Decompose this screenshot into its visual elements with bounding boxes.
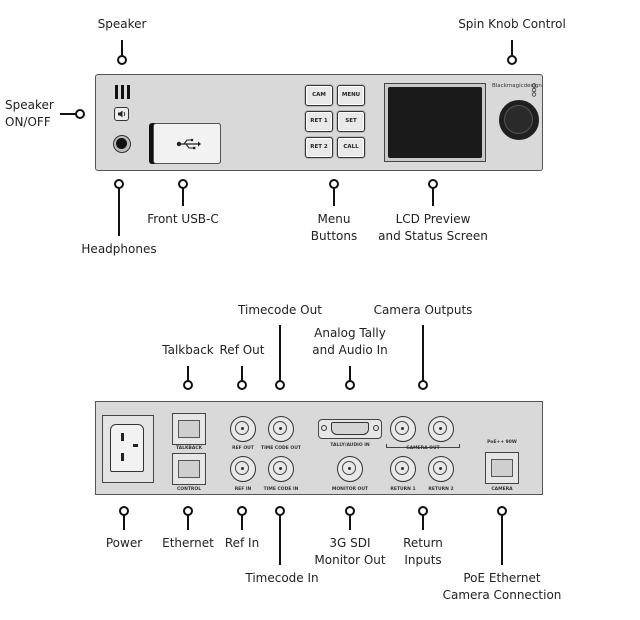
leader-ethernet: [187, 515, 189, 530]
label-front-usb: Front USB-C: [147, 212, 219, 226]
leader-front-usb: [182, 188, 184, 206]
label-lcd: LCD Preview and Status Screen: [378, 212, 488, 243]
ref-in-bnc[interactable]: [230, 456, 256, 482]
leader-menu-buttons: [333, 188, 335, 206]
brand-logo-mark: [531, 83, 537, 97]
label-return-inputs: Return Inputs: [403, 536, 443, 567]
leader-headphones: [118, 188, 120, 236]
headphone-jack[interactable]: [113, 135, 131, 153]
leader-ref-out: [241, 366, 243, 385]
poe-rating-label: PoE++ 90W: [487, 440, 517, 445]
leader-timecode-in: [279, 515, 281, 565]
label-talkback: Talkback: [162, 343, 214, 357]
leader-dot-ref-out: [237, 380, 247, 390]
lcd-display: [388, 87, 482, 158]
ret2-button[interactable]: RET 2: [305, 137, 333, 158]
leader-sdi-monitor: [349, 515, 351, 530]
label-timecode-in: Timecode In: [245, 571, 319, 585]
spin-knob[interactable]: [499, 100, 539, 140]
leader-return-inputs: [422, 515, 424, 530]
camera-out-2-bnc[interactable]: [428, 416, 454, 442]
label-power: Power: [105, 536, 143, 550]
menu-button[interactable]: MENU: [337, 85, 365, 106]
leader-analog-tally: [349, 366, 351, 385]
leader-speaker-onoff: [60, 113, 78, 115]
label-menu-buttons: Menu Buttons: [310, 212, 358, 243]
leader-dot-talkback: [183, 380, 193, 390]
label-ethernet: Ethernet: [162, 536, 214, 550]
leader-dot-timecode-out: [275, 380, 285, 390]
monitor-out-port-label: MONITOR OUT: [331, 487, 369, 492]
talkback-port[interactable]: [172, 413, 206, 445]
label-ref-in: Ref In: [224, 536, 260, 550]
timecode-out-bnc[interactable]: [268, 416, 294, 442]
usb-c-port[interactable]: [153, 123, 221, 164]
tally-audio-port-label: TALLY/AUDIO IN: [330, 443, 370, 448]
speaker-grille-bar: [121, 85, 124, 99]
timecode-in-bnc[interactable]: [268, 456, 294, 482]
leader-spin-knob: [511, 40, 513, 60]
power-connector[interactable]: [102, 415, 154, 483]
return-1-port-label: RETURN 1: [390, 487, 416, 492]
leader-dot-spin-knob: [507, 55, 517, 65]
label-speaker: Speaker: [97, 17, 147, 31]
camera-poe-port[interactable]: [485, 452, 519, 484]
speaker-grille-bar: [127, 85, 130, 99]
speaker-icon: [118, 110, 126, 118]
leader-poe: [501, 515, 503, 565]
leader-speaker: [121, 40, 123, 60]
ret1-button[interactable]: RET 1: [305, 111, 333, 132]
return-2-port-label: RETURN 2: [428, 487, 454, 492]
speaker-grille-bar: [115, 85, 118, 99]
label-ref-out: Ref Out: [219, 343, 265, 357]
leader-ref-in: [241, 515, 243, 530]
control-port-label: CONTROL: [176, 487, 202, 492]
monitor-out-bnc[interactable]: [337, 456, 363, 482]
timecode-out-port-label: TIME CODE OUT: [261, 446, 301, 451]
return-2-bnc[interactable]: [428, 456, 454, 482]
return-1-bnc[interactable]: [390, 456, 416, 482]
label-camera-outputs: Camera Outputs: [373, 303, 473, 317]
label-headphones: Headphones: [81, 242, 157, 256]
label-timecode-out: Timecode Out: [238, 303, 322, 317]
brand-logo-text: Blackmagicdesign: [492, 83, 542, 89]
leader-lcd: [432, 188, 434, 206]
ref-out-port-label: REF OUT: [232, 446, 254, 451]
leader-dot-analog-tally: [345, 380, 355, 390]
label-sdi-monitor: 3G SDI Monitor Out: [314, 536, 386, 567]
timecode-in-port-label: TIME CODE IN: [263, 487, 299, 492]
label-poe: PoE Ethernet Camera Connection: [442, 571, 562, 602]
leader-talkback: [187, 366, 189, 385]
leader-camera-outputs: [422, 325, 424, 385]
label-spin-knob: Spin Knob Control: [458, 17, 566, 31]
camera-poe-port-label: CAMERA: [491, 487, 513, 492]
label-speaker-onoff: Speaker ON/OFF: [5, 98, 54, 129]
cam-button[interactable]: CAM: [305, 85, 333, 106]
leader-dot-speaker: [117, 55, 127, 65]
call-button[interactable]: CALL: [337, 137, 365, 158]
control-port[interactable]: [172, 453, 206, 485]
usb-icon: [176, 138, 201, 150]
ref-in-port-label: REF IN: [234, 487, 252, 492]
camera-out-port-label: CAMERA OUT: [406, 446, 440, 451]
leader-dot-camera-outputs: [418, 380, 428, 390]
leader-power: [123, 515, 125, 530]
label-analog-tally: Analog Tally and Audio In: [312, 326, 388, 357]
leader-dot-speaker-onoff: [75, 109, 85, 119]
lcd-screen: [384, 83, 486, 162]
leader-timecode-out: [279, 325, 281, 385]
ref-out-bnc[interactable]: [230, 416, 256, 442]
speaker-onoff-button[interactable]: [114, 107, 129, 121]
front-panel: CAM MENU RET 1 SET RET 2 CALL Blackmagic…: [95, 74, 543, 171]
tally-audio-connector[interactable]: [318, 419, 382, 439]
camera-out-1-bnc[interactable]: [390, 416, 416, 442]
talkback-port-label: TALKBACK: [175, 446, 203, 451]
rear-panel: TALKBACK CONTROL REF OUT REF IN TIME COD…: [95, 401, 543, 495]
camera-out-bracket: [386, 444, 460, 448]
set-button[interactable]: SET: [337, 111, 365, 132]
